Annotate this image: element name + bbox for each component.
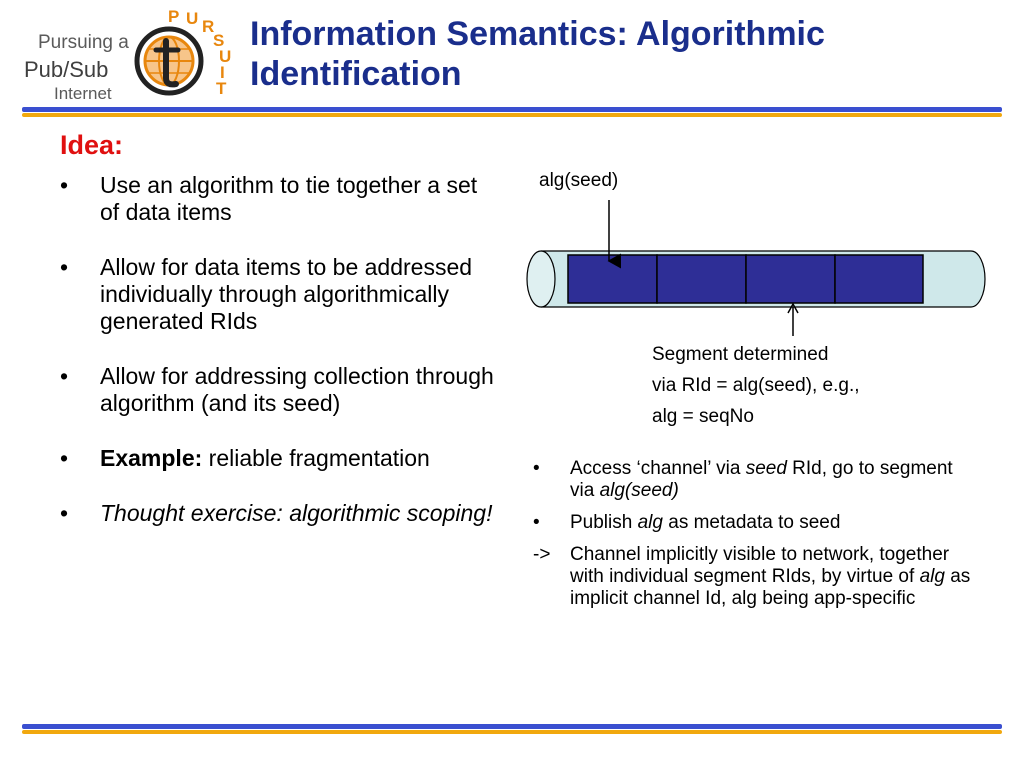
bullet-marker: • bbox=[60, 363, 69, 389]
idea-heading: Idea: bbox=[60, 130, 124, 160]
example-text: reliable fragmentation bbox=[202, 445, 430, 471]
logo-arc-letter-s: S bbox=[213, 31, 224, 50]
idea-bullet: • Example: reliable fragmentation bbox=[60, 445, 500, 472]
bullet-text-part: Publish bbox=[570, 512, 638, 533]
idea-bullet: • Allow for addressing collection throug… bbox=[60, 363, 500, 417]
bullet-marker: • bbox=[60, 254, 69, 280]
thought-exercise-text: Thought exercise: algorithmic scoping! bbox=[100, 500, 493, 526]
bullet-text-part: Access bbox=[570, 458, 637, 479]
idea-bullet: • Use an algorithm to tie together a set… bbox=[60, 172, 500, 226]
segment-block bbox=[656, 254, 747, 304]
example-label: Example: bbox=[100, 445, 203, 471]
bullet-text-part: ‘channel’ bbox=[636, 458, 711, 479]
channel-bullet-list: • Access ‘channel’ via seed RId, go to s… bbox=[533, 458, 973, 620]
logo-text-line2: Pub/Sub bbox=[24, 57, 109, 82]
logo-arc-letter-i: I bbox=[220, 63, 225, 82]
bullet-marker: • bbox=[533, 458, 540, 479]
logo-arc-letter-p: P bbox=[168, 7, 179, 26]
segment-block bbox=[567, 254, 658, 304]
bullet-marker: • bbox=[60, 445, 69, 471]
pursuit-logo: P U R S U I T Pursuing a Pub/Sub Interne… bbox=[18, 6, 233, 106]
pursuit-globe-emblem: P U R S U I T bbox=[134, 7, 231, 98]
top-divider bbox=[22, 107, 1002, 117]
segment-caption-line: via RId = alg(seed), e.g., bbox=[652, 375, 860, 396]
channel-tube-diagram bbox=[526, 200, 986, 336]
bullet-text-part: as implicit channel Id, alg being app-sp… bbox=[570, 566, 971, 609]
segment-block bbox=[834, 254, 924, 304]
arrow-marker: -> bbox=[533, 544, 551, 565]
logo-arc-letter-t: T bbox=[216, 79, 227, 98]
bullet-italic-part: alg(seed) bbox=[599, 480, 679, 501]
logo-arc-letter-r: R bbox=[202, 17, 214, 36]
bullet-text-part: RId, go to segment via bbox=[570, 458, 953, 501]
bullet-italic-part: alg bbox=[919, 566, 945, 587]
segment-determined-caption: Segment determined via RId = alg(seed), … bbox=[652, 339, 860, 432]
bottom-divider bbox=[22, 724, 1002, 734]
channel-arrow-item: -> Channel implicitly visible to network… bbox=[533, 544, 973, 610]
idea-bullet-text: Allow for addressing collection through … bbox=[100, 363, 494, 416]
idea-bullet: • Thought exercise: algorithmic scoping! bbox=[60, 500, 500, 527]
bullet-italic-part: alg bbox=[637, 512, 663, 533]
channel-bullet: • Access ‘channel’ via seed RId, go to s… bbox=[533, 458, 973, 502]
bullet-marker: • bbox=[533, 512, 540, 533]
idea-bullet-text: Use an algorithm to tie together a set o… bbox=[100, 172, 478, 225]
alg-seed-label: alg(seed) bbox=[539, 170, 619, 191]
bullet-marker: • bbox=[60, 172, 69, 198]
logo-text-line1: Pursuing a bbox=[38, 32, 129, 53]
segment-caption-line: Segment determined bbox=[652, 344, 829, 365]
segment-block bbox=[745, 254, 836, 304]
idea-bullet: • Allow for data items to be addressed i… bbox=[60, 254, 500, 335]
idea-bullet-list: • Use an algorithm to tie together a set… bbox=[60, 172, 500, 555]
segment-caption-line: alg = seqNo bbox=[652, 406, 754, 427]
logo-arc-letter-u2: U bbox=[219, 47, 231, 66]
bullet-marker: • bbox=[60, 500, 69, 526]
idea-bullet-text: Allow for data items to be addressed ind… bbox=[100, 254, 473, 334]
channel-bullet: • Publish alg as metadata to seed bbox=[533, 512, 973, 534]
slide-title: Information Semantics: Algorithmic Ident… bbox=[250, 15, 825, 93]
logo-text-line3: Internet bbox=[54, 84, 112, 103]
bullet-italic-part: seed bbox=[745, 458, 787, 479]
bullet-text-part: as metadata to seed bbox=[662, 512, 841, 533]
logo-arc-letter-u: U bbox=[186, 9, 198, 28]
segment-pointer-arrow bbox=[787, 302, 799, 336]
tube-left-cap bbox=[526, 250, 556, 308]
bullet-text-part: via bbox=[710, 458, 746, 479]
bullet-text-part: Channel implicitly visible to network, t… bbox=[570, 544, 950, 587]
